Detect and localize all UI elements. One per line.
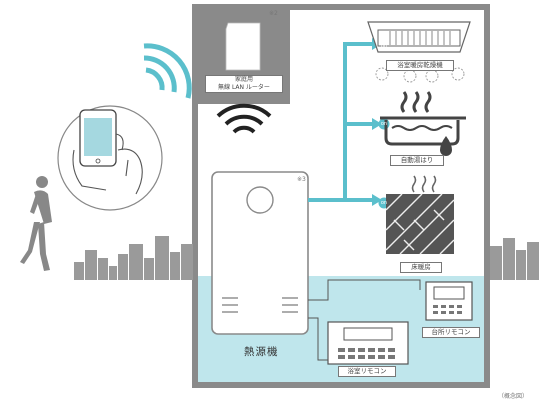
heat-source-dial (246, 186, 274, 214)
person-icon (20, 176, 52, 271)
city-skyline-left (74, 236, 193, 280)
remote-wires (308, 279, 421, 361)
router-label: 家庭用 無線 LAN ルーター (205, 75, 283, 93)
wifi-icon-router (216, 103, 272, 134)
hot-water-pipes (308, 42, 378, 202)
kitchen-remote-label: 台所リモコン (422, 327, 480, 338)
on-badge-dryer: on (380, 42, 388, 49)
smartphone-icon (79, 109, 117, 167)
diagram-caption: （概念図） (498, 393, 529, 400)
on-badge-floor: on (380, 199, 388, 206)
floor-heating-label: 床暖房 (400, 262, 442, 273)
floor-heating-icon (385, 175, 455, 255)
auto-bath-label: 自動湯はり (390, 155, 444, 166)
bath-dryer-icon (367, 21, 471, 83)
router-note: ※2 (269, 10, 278, 17)
heat-source-unit (211, 171, 309, 335)
router-icon (225, 22, 261, 71)
heat-source-label: 熱源機 (244, 346, 279, 358)
bath-remote-icon (327, 321, 409, 365)
on-badge-bath: on (380, 120, 388, 127)
bathtub-icon (380, 91, 466, 156)
bath-remote-label: 浴室リモコン (338, 366, 396, 377)
kitchen-remote-icon (425, 281, 473, 321)
heat-source-note: ※3 (297, 176, 306, 183)
house-outline (192, 4, 490, 388)
city-skyline-right (490, 238, 539, 280)
hand-icon (72, 133, 143, 195)
heat-source-vents (222, 297, 298, 313)
wifi-icon-phone (143, 43, 192, 99)
bath-dryer-label: 浴室暖房乾燥機 (386, 60, 454, 71)
